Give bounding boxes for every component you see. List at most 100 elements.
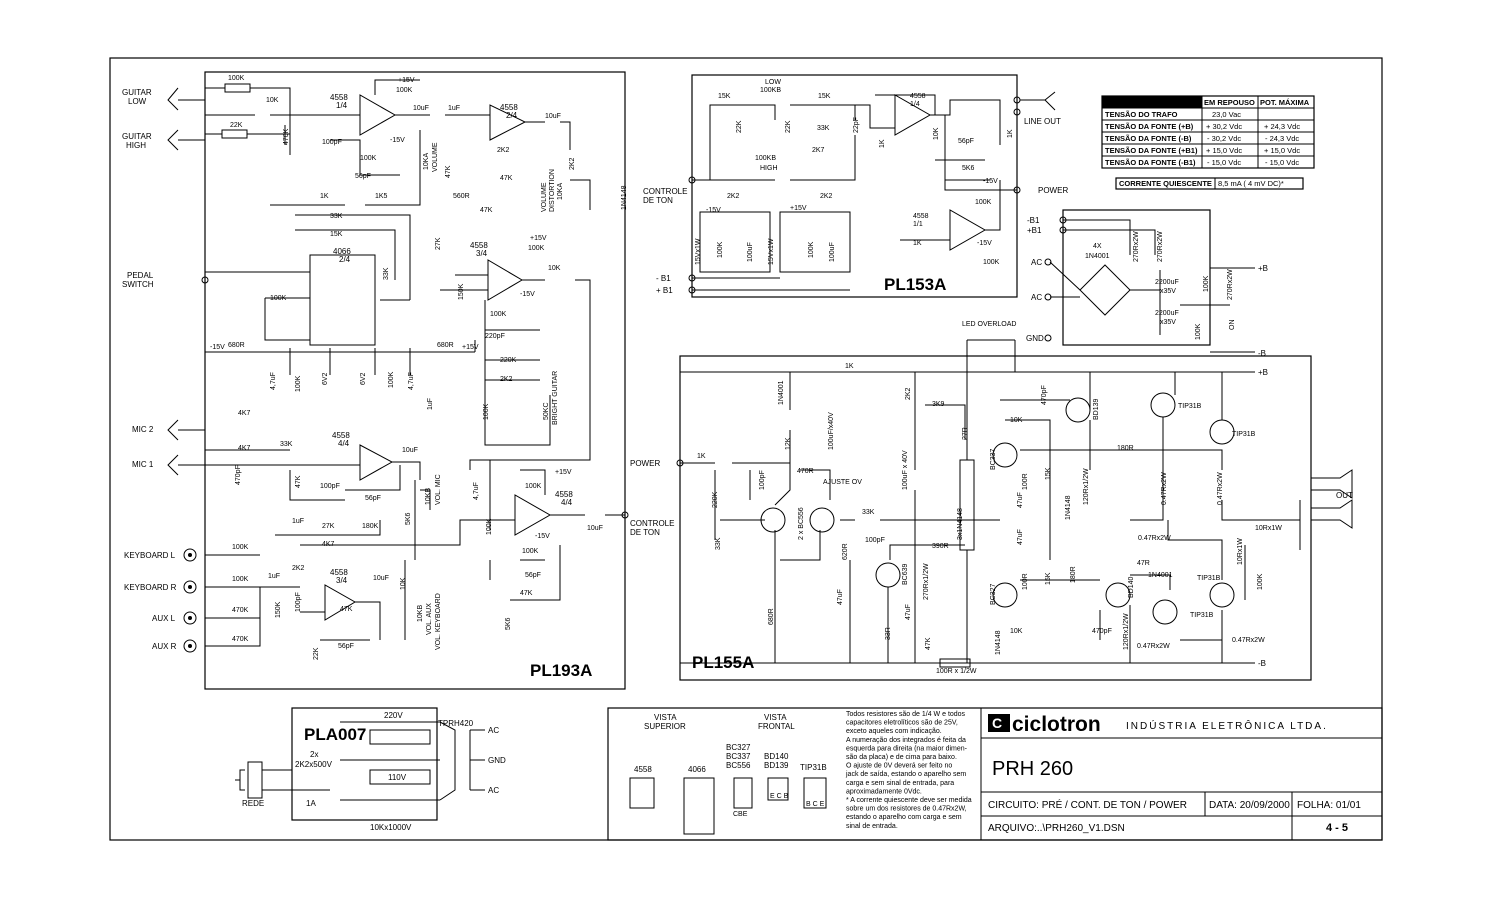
svg-text:TENSÃO DA FONTE (-B): TENSÃO DA FONTE (-B)	[1105, 134, 1192, 143]
power-board-outline	[679, 355, 1312, 681]
svg-text:470R: 470R	[797, 468, 814, 475]
svg-text:10KB: 10KB	[425, 488, 432, 505]
input-mic1[interactable]: MIC 1	[132, 454, 205, 476]
svg-text:100KB: 100KB	[760, 87, 781, 94]
svg-text:2K7: 2K7	[812, 147, 825, 154]
svg-text:470pF: 470pF	[1041, 385, 1048, 405]
svg-text:2 x BC556: 2 x BC556	[798, 507, 805, 540]
svg-text:10Kx1000V: 10Kx1000V	[370, 823, 412, 832]
svg-text:E C B: E C B	[770, 793, 789, 800]
svg-text:KEYBOARD L: KEYBOARD L	[124, 551, 176, 560]
svg-text:10K: 10K	[1010, 417, 1023, 424]
svg-text:- 30,2 Vdc: - 30,2 Vdc	[1207, 134, 1241, 143]
svg-text:470K: 470K	[283, 128, 290, 145]
svg-text:+15V: +15V	[790, 205, 807, 212]
svg-text:22K: 22K	[736, 120, 743, 133]
svg-text:LED OVERLOAD: LED OVERLOAD	[962, 321, 1016, 328]
svg-text:4558: 4558	[913, 213, 929, 220]
svg-text:1N4001: 1N4001	[1148, 572, 1173, 579]
input-aux-l[interactable]: AUX L	[152, 611, 197, 625]
svg-text:+15V: +15V	[555, 469, 572, 476]
svg-text:4K7: 4K7	[238, 445, 251, 452]
input-keyboard-r[interactable]: KEYBOARD R	[124, 580, 197, 594]
svg-text:- 15,0 Vdc: - 15,0 Vdc	[1207, 158, 1241, 167]
svg-text:100K: 100K	[360, 155, 377, 162]
svg-text:2K2: 2K2	[820, 193, 833, 200]
input-mic2[interactable]: MIC 2	[132, 419, 205, 441]
title-block-frame	[607, 707, 1383, 841]
svg-text:5K6: 5K6	[405, 512, 412, 525]
svg-text:OUT: OUT	[1336, 491, 1353, 500]
svg-text:1K: 1K	[697, 453, 706, 460]
svg-text:47K: 47K	[480, 207, 493, 214]
svg-text:+ 15,0 Vdc: + 15,0 Vdc	[1264, 146, 1300, 155]
svg-text:1K: 1K	[320, 193, 329, 200]
svg-text:-15V: -15V	[706, 207, 721, 214]
svg-text:100K: 100K	[717, 241, 724, 258]
svg-text:100K: 100K	[528, 245, 545, 252]
svg-text:TIP31B: TIP31B	[1190, 612, 1214, 619]
svg-text:27K: 27K	[322, 523, 335, 530]
svg-text:2200uF: 2200uF	[1155, 279, 1179, 286]
svg-text:+15V: +15V	[398, 77, 415, 84]
svg-text:-B1: -B1	[1027, 216, 1040, 225]
svg-text:0.47Rx2W: 0.47Rx2W	[1232, 637, 1265, 644]
svg-text:220K: 220K	[500, 357, 517, 364]
mains-plug-rede[interactable]: REDE	[242, 761, 264, 808]
svg-text:180K: 180K	[362, 523, 379, 530]
svg-text:TENSÃO DA FONTE (+B1): TENSÃO DA FONTE (+B1)	[1105, 146, 1198, 155]
svg-text:5K6: 5K6	[962, 165, 975, 172]
output-line-out[interactable]: LINE OUT	[1013, 91, 1061, 126]
svg-text:MIC 2: MIC 2	[132, 425, 154, 434]
svg-text:180R: 180R	[1117, 445, 1134, 452]
preamp-vertical-labels: 10KA VOLUME VOLUME DISTORTION 10KA 2K2 1…	[235, 128, 628, 660]
svg-text:-15V: -15V	[535, 533, 550, 540]
input-aux-r[interactable]: AUX R	[152, 639, 197, 653]
svg-text:470K: 470K	[232, 636, 249, 643]
svg-text:+ 24,3 Vdc: + 24,3 Vdc	[1264, 122, 1300, 131]
tone-wiring	[692, 94, 1017, 291]
svg-text:27K: 27K	[435, 237, 442, 250]
svg-text:+ 30,2 Vdc: + 30,2 Vdc	[1206, 122, 1242, 131]
svg-text:15K: 15K	[330, 231, 343, 238]
svg-text:680R: 680R	[768, 608, 775, 625]
svg-text:110V: 110V	[388, 773, 407, 782]
svg-text:-15V: -15V	[983, 178, 998, 185]
input-keyboard-l[interactable]: KEYBOARD L	[124, 548, 197, 562]
svg-text:C: C	[992, 715, 1002, 731]
svg-text:1N4001: 1N4001	[778, 380, 785, 405]
output-speaker[interactable]: OUT	[1311, 469, 1353, 529]
power-input[interactable]: POWER	[630, 459, 684, 468]
svg-text:10K: 10K	[400, 577, 407, 590]
svg-text:47K: 47K	[445, 165, 452, 178]
svg-text:AC: AC	[488, 786, 499, 795]
svg-text:4558: 4558	[910, 93, 926, 100]
svg-text:4558: 4558	[634, 765, 652, 774]
page-field: 4 - 5	[1326, 822, 1348, 834]
output-power-tone[interactable]: POWER	[1013, 186, 1068, 195]
svg-text:15Vx1W: 15Vx1W	[695, 238, 702, 265]
svg-text:LINE OUT: LINE OUT	[1024, 117, 1061, 126]
svg-text:2K2x500V: 2K2x500V	[295, 760, 333, 769]
preamp-wiring	[205, 79, 625, 647]
svg-text:100pF: 100pF	[320, 483, 340, 490]
svg-text:1K5: 1K5	[375, 193, 388, 200]
svg-text:33K: 33K	[817, 125, 830, 132]
svg-text:47K: 47K	[925, 637, 932, 650]
svg-text:100K: 100K	[228, 75, 245, 82]
svg-text:4,7uF: 4,7uF	[473, 482, 480, 500]
svg-text:33K: 33K	[330, 213, 343, 220]
tone-rail-b1: - B1 + B1	[656, 274, 696, 295]
